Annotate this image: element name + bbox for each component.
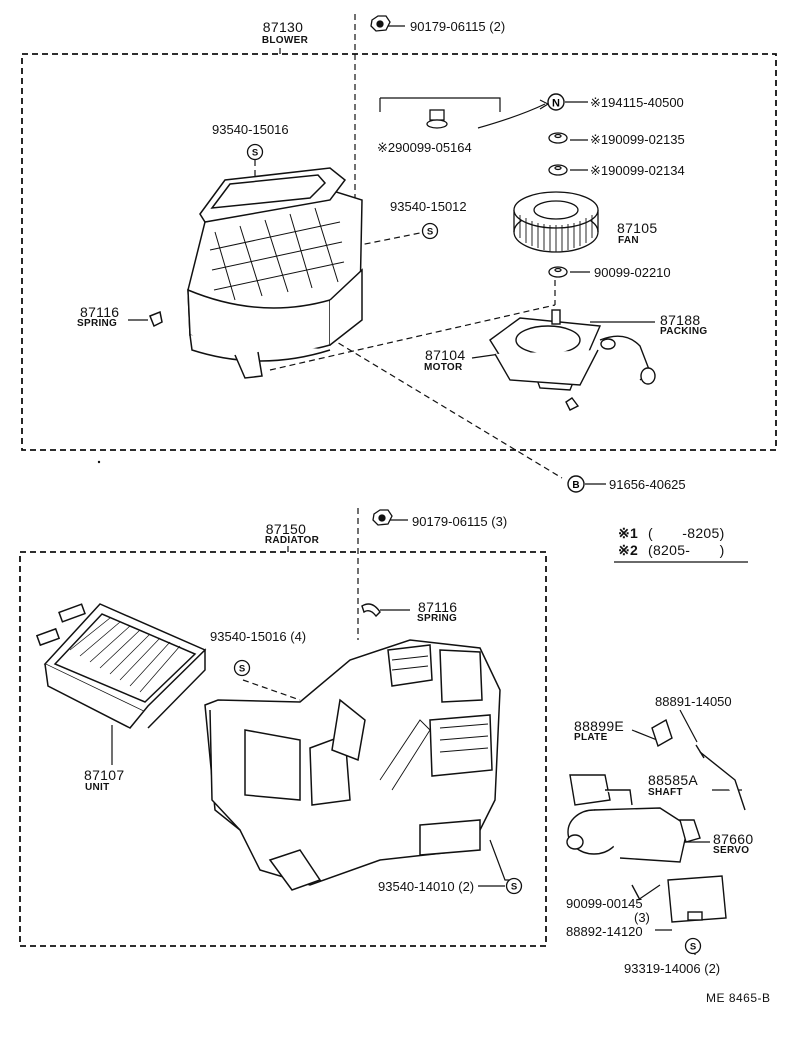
screw-marker-icon	[684, 937, 702, 955]
blower-spring-label: SPRING	[77, 318, 118, 329]
svg-text:S: S	[690, 942, 696, 953]
unit-label: UNIT	[85, 782, 110, 793]
radiator-label: RADIATOR	[264, 535, 320, 546]
radiator-spring-part: 87116	[418, 599, 458, 615]
servo-part-number: 87660	[713, 831, 754, 847]
screw-marker-icon	[505, 877, 523, 895]
washer1-part-number: ※190099-02135	[590, 132, 685, 147]
blower-bolt-part: 90179-06115 (2)	[410, 19, 506, 34]
radiator-bolt-part: 90179-06115 (3)	[412, 514, 508, 529]
washer2-part-number: ※190099-02134	[590, 163, 685, 178]
blower-label: BLOWER	[261, 35, 309, 46]
svg-text:S: S	[239, 664, 245, 675]
blower-group-box	[21, 53, 777, 451]
legend-text-1: ( -8205)	[648, 525, 725, 541]
shaft-part-number: 88585A	[648, 772, 699, 788]
blower-part-number: 87130	[262, 19, 304, 35]
motor-label: MOTOR	[424, 362, 463, 373]
servo-assembly	[566, 718, 746, 923]
blower-screw-part: 93540-15016	[212, 122, 289, 137]
motor-part-number: 87104	[425, 347, 466, 363]
packing-part-number: 87188	[660, 312, 701, 328]
spring-clip-2	[361, 603, 381, 618]
fan-part-number: 87105	[617, 220, 658, 236]
shaft-label: SHAFT	[648, 787, 683, 798]
nut-icon	[426, 109, 448, 129]
svg-text:S: S	[427, 227, 433, 238]
heater-case	[204, 639, 501, 891]
radiator-screw-part: 93540-15016 (4)	[210, 629, 307, 644]
bracket-part-number: 88891-14050	[655, 694, 732, 709]
servo-label: SERVO	[713, 845, 750, 856]
radiator-group-box	[19, 551, 547, 947]
plate-label: PLATE	[574, 732, 608, 743]
servo-screw2-part: 93319-14006 (2)	[624, 961, 721, 976]
blower-case	[187, 167, 363, 379]
svg-text:S: S	[511, 882, 517, 893]
n-marker-icon: N	[547, 93, 565, 111]
blower-spring-part: 87116	[80, 304, 120, 320]
svg-text:B: B	[572, 480, 579, 491]
heater-core-unit	[35, 603, 207, 729]
legend-mark-2: ※2	[618, 542, 639, 558]
fan-label: FAN	[618, 235, 639, 246]
blower-screw-mid-part: 93540-15012	[390, 199, 467, 214]
radiator-screw-bottom-part: 93540-14010 (2)	[378, 879, 475, 894]
motor-assembly	[489, 309, 656, 411]
svg-text:N: N	[552, 98, 560, 110]
screw-marker-icon	[233, 659, 251, 677]
diagram-code: ME 8465-B	[706, 991, 771, 1005]
clip-part-number: 88892-14120	[566, 924, 643, 939]
washer-icon	[548, 132, 568, 278]
nut-part-number: ※290099-05164	[377, 140, 472, 155]
screw-marker-icon	[246, 143, 439, 240]
servo-screw-qty: (3)	[634, 910, 650, 925]
b-part-number: 91656-40625	[609, 477, 686, 492]
unit-part-number: 87107	[84, 767, 125, 783]
svg-text:S: S	[252, 148, 258, 159]
plate-part-number: 88899E	[574, 718, 625, 734]
n-part-number: ※194115-40500	[590, 95, 684, 110]
radiator-part-number: 87150	[265, 521, 307, 537]
packing-label: PACKING	[660, 326, 708, 337]
bolt-icon-2	[372, 509, 393, 526]
legend-mark-1: ※1	[618, 525, 639, 541]
spring-clip	[149, 310, 163, 328]
washer3-part-number: 90099-02210	[594, 265, 671, 280]
bolt-icon	[370, 15, 391, 32]
servo-screw-part: 90099-00145	[566, 896, 643, 911]
radiator-spring-label: SPRING	[417, 613, 458, 624]
legend-text-2: (8205- )	[648, 542, 725, 558]
b-marker-icon: B	[567, 475, 585, 493]
